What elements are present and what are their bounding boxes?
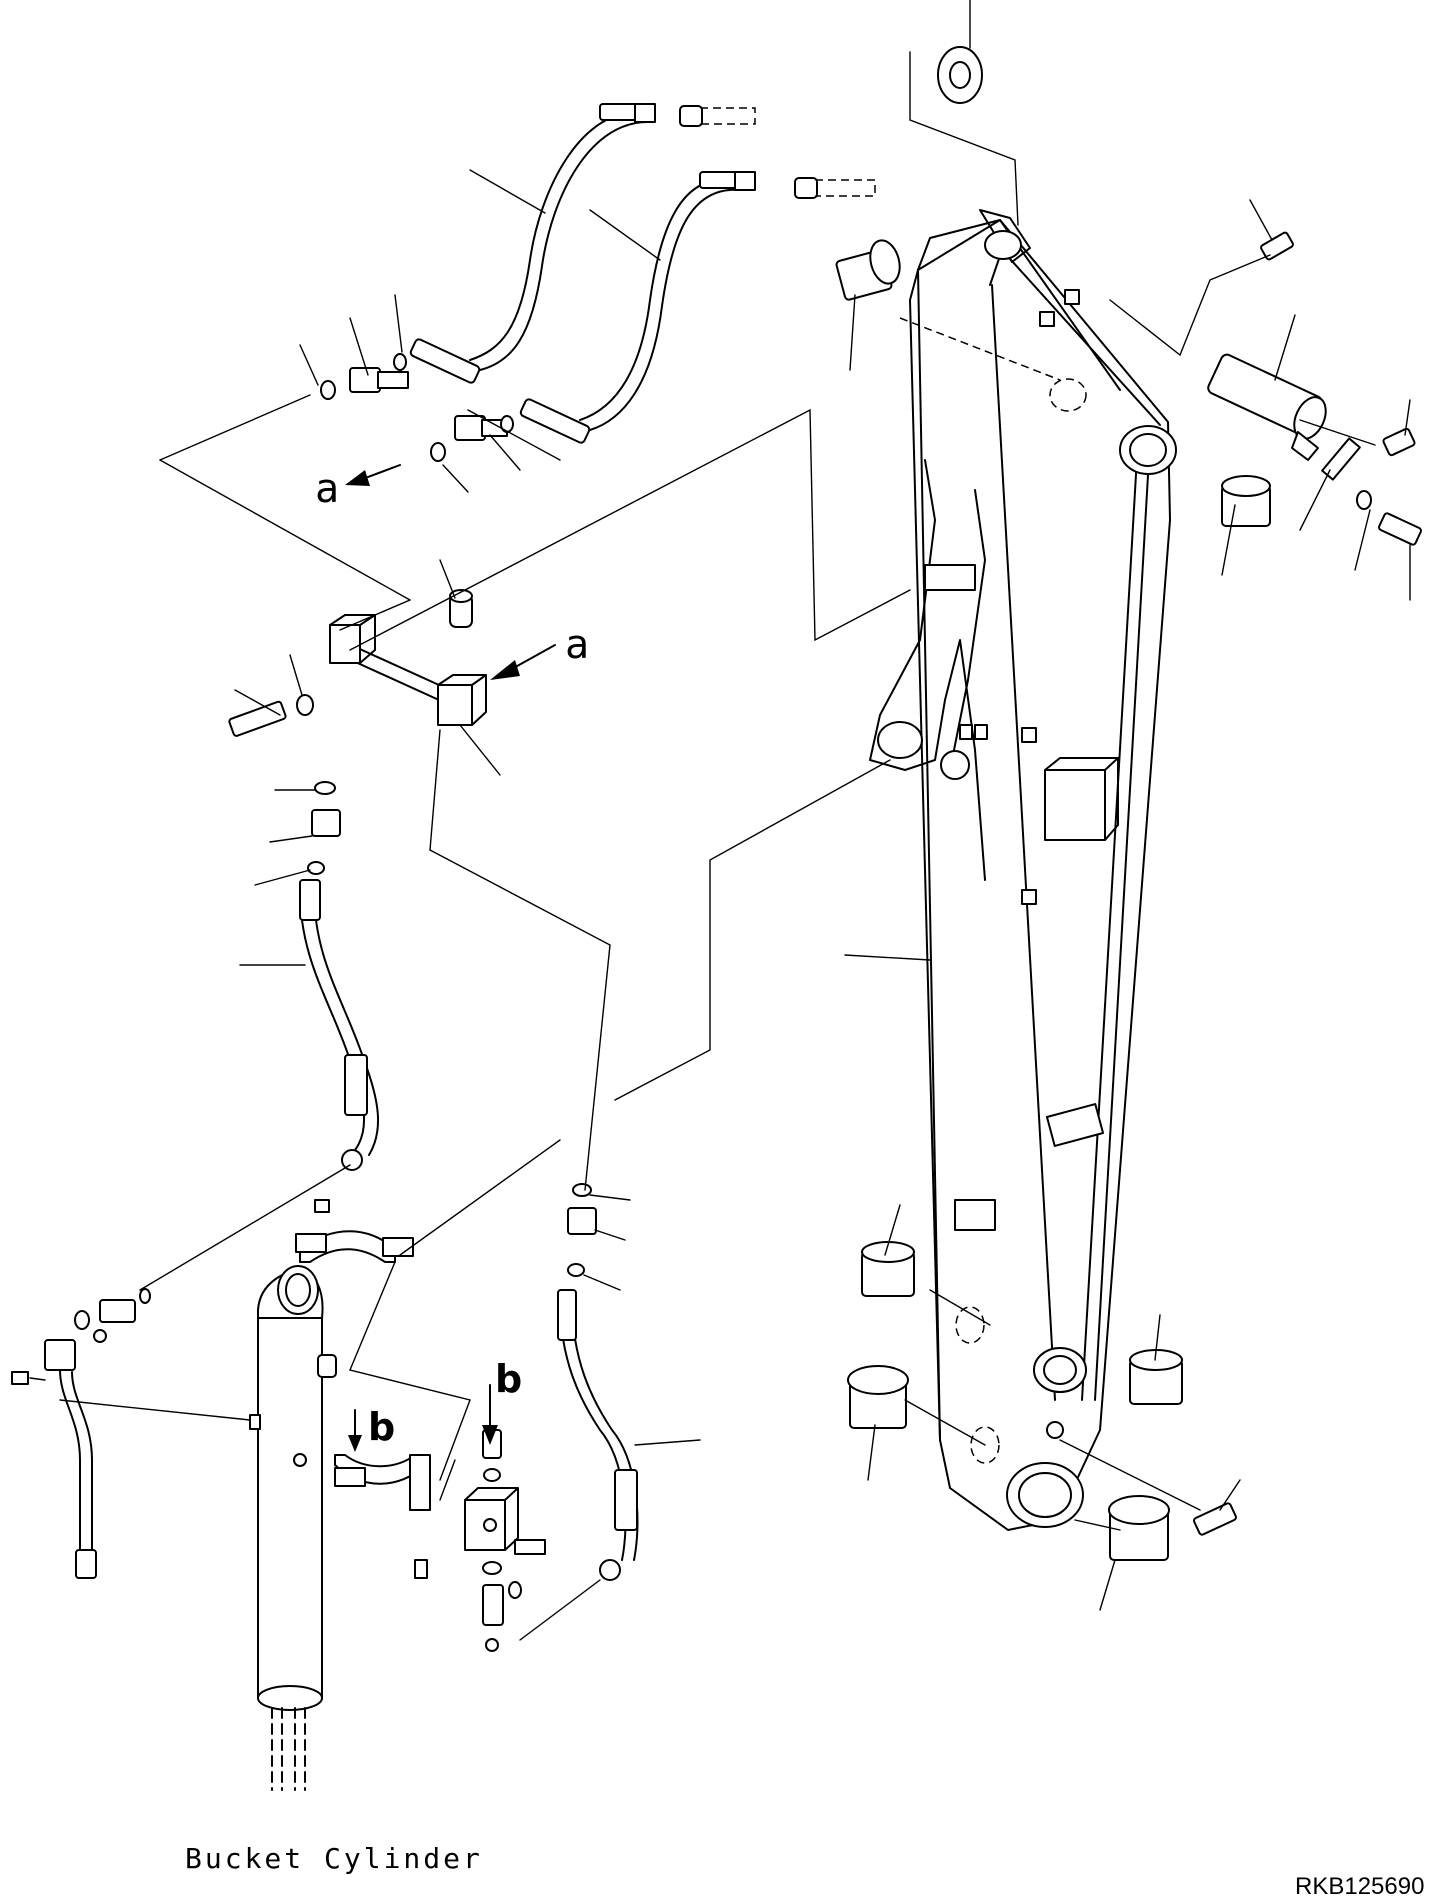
hose-support-bracket [228,589,487,875]
bucket-cylinder [249,1265,324,1791]
view-label-a: a [565,622,589,668]
bushings [835,239,1271,1561]
drawing-code: RKB125690 [1295,1873,1424,1900]
upper-left-fittings [320,353,514,462]
view-label-b: b [495,1357,522,1401]
view-label-a: a [315,466,339,512]
leader-lines [59,0,1411,1641]
view-arrows [345,464,556,1452]
arm-structure [869,209,1177,1531]
left-lower-piping [11,1288,151,1579]
right-hose [557,1183,639,1581]
view-label-b: b [368,1405,395,1449]
valve-block [414,1429,546,1652]
upper-hoses [409,103,876,444]
bucket-cylinder-caption: Bucket Cylinder [185,1842,483,1875]
left-hose [299,879,379,1171]
pin-and-lock-parts [937,46,1422,1536]
